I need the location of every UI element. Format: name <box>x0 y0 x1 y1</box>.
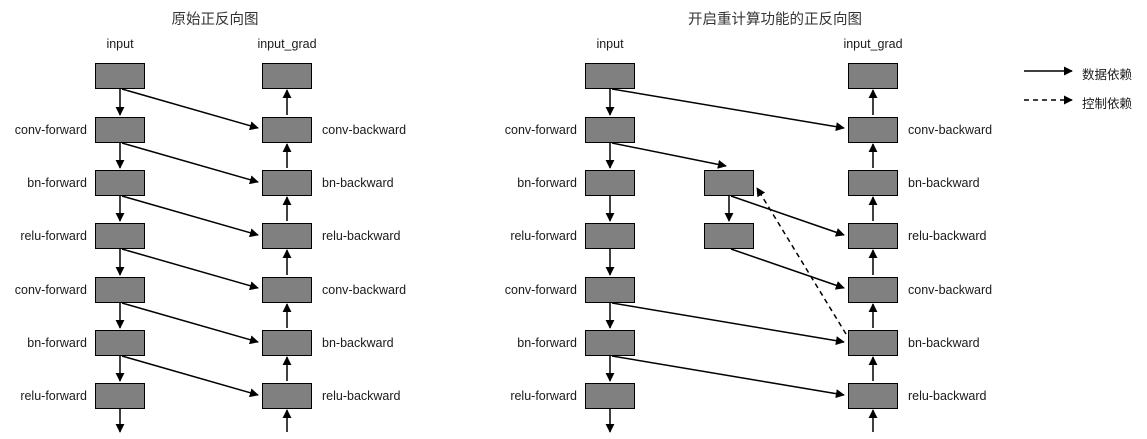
node-input-recompute[interactable] <box>585 63 635 89</box>
label-forward-2-recompute: relu-forward <box>510 229 577 243</box>
label-forward-5-recompute: relu-forward <box>510 389 577 403</box>
label-forward-2-original: relu-forward <box>20 229 87 243</box>
node-backward-5-original[interactable] <box>262 383 312 409</box>
node-forward-1-recompute[interactable] <box>585 170 635 196</box>
label-backward-4-recompute: bn-backward <box>908 336 980 350</box>
label-forward-3-recompute: conv-forward <box>504 283 577 297</box>
label-forward-4-original: bn-forward <box>27 336 87 350</box>
node-forward-3-recompute[interactable] <box>585 277 635 303</box>
node-backward-5-recompute[interactable] <box>848 383 898 409</box>
node-forward-2-original[interactable] <box>95 223 145 249</box>
node-recompute-0[interactable] <box>704 170 754 196</box>
node-forward-2-recompute[interactable] <box>585 223 635 249</box>
label-forward-1-original: bn-forward <box>27 176 87 190</box>
label-backward-5-original: relu-backward <box>322 389 401 403</box>
node-forward-4-original[interactable] <box>95 330 145 356</box>
column-header-input-grad-original: input_grad <box>257 37 317 51</box>
node-input-grad-original[interactable] <box>262 63 312 89</box>
legend-label-data-dependency: 数据依赖 <box>1082 68 1133 82</box>
label-forward-3-original: conv-forward <box>14 283 87 297</box>
legend-label-control-dependency: 控制依赖 <box>1082 97 1133 111</box>
node-forward-5-original[interactable] <box>95 383 145 409</box>
label-backward-0-original: conv-backward <box>322 123 407 137</box>
column-header-input-grad-recompute: input_grad <box>843 37 903 51</box>
node-forward-5-recompute[interactable] <box>585 383 635 409</box>
node-forward-3-original[interactable] <box>95 277 145 303</box>
node-forward-0-recompute[interactable] <box>585 117 635 143</box>
label-backward-5-recompute: relu-backward <box>908 389 987 403</box>
label-backward-3-recompute: conv-backward <box>908 283 993 297</box>
label-backward-4-original: bn-backward <box>322 336 394 350</box>
label-backward-2-recompute: relu-backward <box>908 229 987 243</box>
label-forward-0-recompute: conv-forward <box>504 123 577 137</box>
label-backward-1-recompute: bn-backward <box>908 176 980 190</box>
label-backward-3-original: conv-backward <box>322 283 407 297</box>
node-input-original[interactable] <box>95 63 145 89</box>
panel-title-recompute: 开启重计算功能的正反向图 <box>688 12 862 28</box>
node-recompute-1[interactable] <box>704 223 754 249</box>
node-forward-1-original[interactable] <box>95 170 145 196</box>
node-input-grad-recompute[interactable] <box>848 63 898 89</box>
label-backward-2-original: relu-backward <box>322 229 401 243</box>
node-backward-0-recompute[interactable] <box>848 117 898 143</box>
node-backward-0-original[interactable] <box>262 117 312 143</box>
label-forward-1-recompute: bn-forward <box>517 176 577 190</box>
node-backward-4-original[interactable] <box>262 330 312 356</box>
panel-title-original: 原始正反向图 <box>171 12 259 28</box>
label-backward-1-original: bn-backward <box>322 176 394 190</box>
node-forward-4-recompute[interactable] <box>585 330 635 356</box>
column-header-input-recompute: input <box>596 37 624 51</box>
label-backward-0-recompute: conv-backward <box>908 123 993 137</box>
column-header-input-original: input <box>106 37 134 51</box>
node-backward-1-recompute[interactable] <box>848 170 898 196</box>
node-backward-2-original[interactable] <box>262 223 312 249</box>
node-backward-4-recompute[interactable] <box>848 330 898 356</box>
node-backward-1-original[interactable] <box>262 170 312 196</box>
label-forward-4-recompute: bn-forward <box>517 336 577 350</box>
node-backward-3-original[interactable] <box>262 277 312 303</box>
node-backward-2-recompute[interactable] <box>848 223 898 249</box>
node-forward-0-original[interactable] <box>95 117 145 143</box>
label-forward-0-original: conv-forward <box>14 123 87 137</box>
label-forward-5-original: relu-forward <box>20 389 87 403</box>
node-backward-3-recompute[interactable] <box>848 277 898 303</box>
